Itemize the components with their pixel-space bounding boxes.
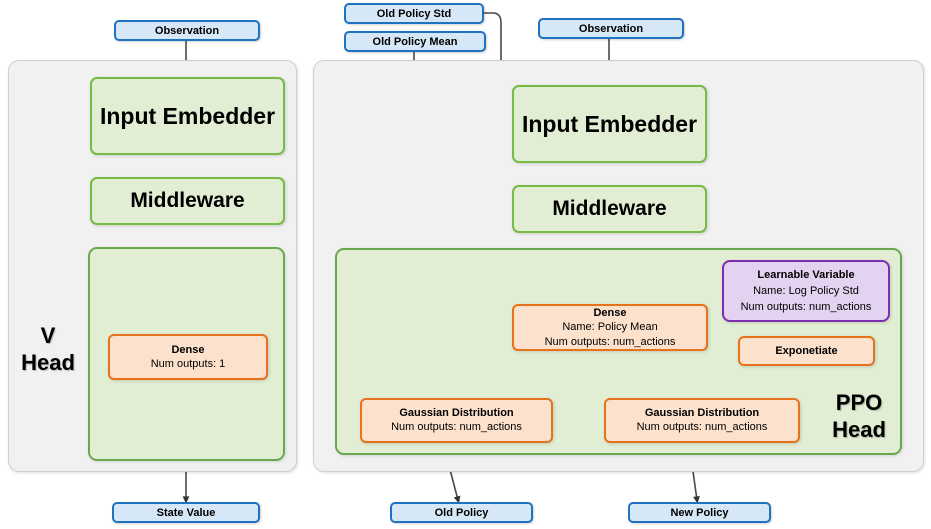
learnable-variable-block[interactable]: Learnable Variable Name: Log Policy Std … [722, 260, 890, 322]
v-dense-title: Dense [171, 343, 205, 356]
gaussian-distribution-old-block[interactable]: Gaussian Distribution Num outputs: num_a… [360, 398, 553, 443]
gaussian-old-num-outputs: Num outputs: num_actions [391, 421, 522, 433]
input-observation-v-label: Observation [154, 24, 220, 37]
input-old-policy-mean-label: Old Policy Mean [372, 35, 458, 48]
v-input-embedder-label: Input Embedder [99, 102, 276, 129]
ppo-middleware-label: Middleware [552, 197, 667, 220]
output-state-value[interactable]: State Value [112, 502, 260, 523]
exponetiate-block[interactable]: Exponetiate [738, 336, 875, 366]
v-head-label-line2: Head [21, 350, 75, 375]
input-observation-ppo-label: Observation [578, 22, 644, 35]
input-observation-v[interactable]: Observation [114, 20, 260, 41]
learnable-variable-title: Learnable Variable [757, 268, 855, 281]
ppo-head-label-line2: Head [832, 417, 886, 442]
output-new-policy[interactable]: New Policy [628, 502, 771, 523]
ppo-dense-name: Name: Policy Mean [562, 320, 658, 333]
ppo-head-label-line1: PPO [835, 390, 883, 415]
input-old-policy-std-label: Old Policy Std [376, 7, 452, 20]
input-observation-ppo[interactable]: Observation [538, 18, 684, 39]
gaussian-old-title: Gaussian Distribution [399, 407, 514, 419]
input-old-policy-mean[interactable]: Old Policy Mean [344, 31, 486, 52]
ppo-dense-num-outputs: Num outputs: num_actions [544, 335, 676, 348]
ppo-input-embedder-block[interactable]: Input Embedder [512, 85, 707, 163]
ppo-middleware-block[interactable]: Middleware [512, 185, 707, 233]
input-old-policy-std[interactable]: Old Policy Std [344, 3, 484, 24]
output-state-value-label: State Value [156, 506, 216, 519]
ppo-dense-policy-mean-block[interactable]: Dense Name: Policy Mean Num outputs: num… [512, 304, 708, 351]
output-old-policy[interactable]: Old Policy [390, 502, 533, 523]
gaussian-new-title: Gaussian Distribution [644, 407, 760, 419]
ppo-input-embedder-label: Input Embedder [521, 110, 698, 137]
v-dense-num-outputs: Num outputs: 1 [150, 357, 226, 370]
v-input-embedder-block[interactable]: Input Embedder [90, 77, 285, 155]
v-head-label-line1: V [40, 323, 56, 348]
v-middleware-block[interactable]: Middleware [90, 177, 285, 225]
exponetiate-label: Exponetiate [775, 345, 838, 357]
v-head-label: V Head [12, 318, 84, 380]
ppo-head-label: PPO Head [816, 385, 902, 447]
output-old-policy-label: Old Policy [434, 506, 489, 519]
ppo-dense-title: Dense [593, 306, 627, 319]
gaussian-distribution-new-block[interactable]: Gaussian Distribution Num outputs: num_a… [604, 398, 800, 443]
learnable-variable-num-outputs: Num outputs: num_actions [740, 300, 872, 313]
learnable-variable-name: Name: Log Policy Std [753, 284, 859, 297]
v-dense-block[interactable]: Dense Num outputs: 1 [108, 334, 268, 380]
gaussian-new-num-outputs: Num outputs: num_actions [636, 421, 768, 433]
v-middleware-label: Middleware [130, 189, 245, 212]
output-new-policy-label: New Policy [670, 506, 729, 519]
